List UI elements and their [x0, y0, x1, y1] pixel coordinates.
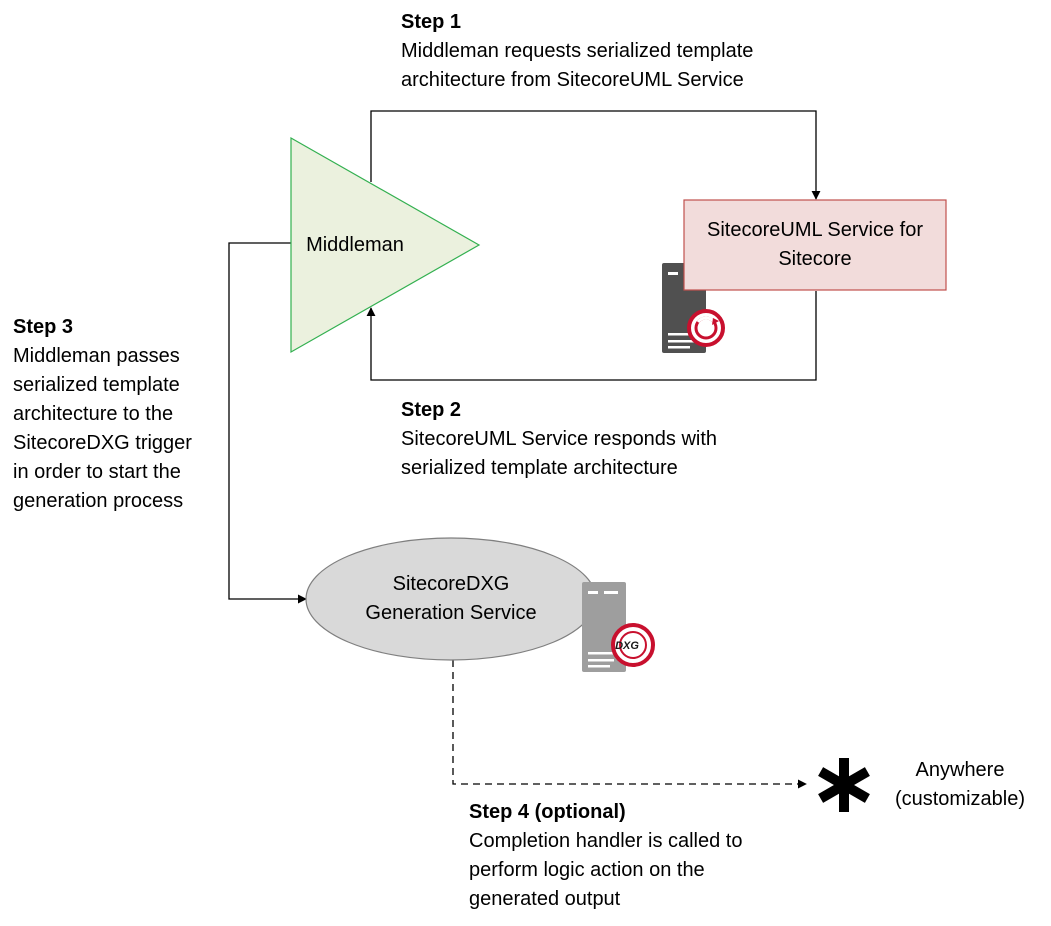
- step2-connector: [366, 291, 817, 381]
- middleman-triangle: [290, 136, 481, 354]
- step2-line: SitecoreUML Service responds with: [401, 428, 718, 450]
- step3-line: serialized template: [13, 374, 180, 396]
- step2-title: Step 2: [401, 399, 462, 421]
- step4-line: perform logic action on the: [469, 859, 705, 881]
- step4-title: Step 4 (optional): [469, 801, 626, 823]
- dxg-badge-icon: DXG: [611, 623, 655, 667]
- step4-line: Completion handler is called to: [469, 830, 743, 852]
- anywhere-label: Anywhere (customizable): [894, 759, 1026, 810]
- step3-line: architecture to the: [13, 403, 174, 425]
- step1-annotation: Step 1 Middleman requests serialized tem…: [401, 8, 753, 95]
- step4-line: generated output: [469, 888, 621, 910]
- step3-annotation: Step 3 Middleman passes serialized templ…: [13, 313, 192, 516]
- sitecoredxg-service-label: SitecoreDXG Generation Service: [365, 573, 537, 624]
- sitecoreuml-service-box: [683, 199, 947, 291]
- step1-line: Middleman requests serialized template: [401, 40, 754, 62]
- uml-badge-icon: [687, 309, 725, 347]
- step2-line: serialized template architecture: [401, 457, 678, 479]
- step3-line: in order to start the: [13, 461, 181, 483]
- step3-line: generation process: [13, 490, 184, 512]
- step4-connector: [452, 660, 807, 789]
- step3-connector: [228, 242, 307, 604]
- step1-connector: [370, 110, 821, 200]
- dxg-badge-text: DXG: [615, 640, 639, 652]
- step1-line: architecture from SitecoreUML Service: [401, 69, 744, 91]
- dxg-server-icon: DXG: [582, 582, 655, 672]
- step1-title: Step 1: [401, 11, 462, 33]
- sitecoreuml-service-label: SitecoreUML Service for Sitecore: [707, 219, 923, 270]
- step3-line: Middleman passes: [13, 345, 180, 367]
- middleman-label: Middleman: [306, 234, 404, 256]
- step2-annotation: Step 2 SitecoreUML Service responds with…: [401, 396, 717, 483]
- step4-annotation: Step 4 (optional) Completion handler is …: [469, 798, 743, 914]
- asterisk-icon: [818, 758, 870, 812]
- step3-line: SitecoreDXG trigger: [13, 432, 192, 454]
- step3-title: Step 3: [13, 316, 74, 338]
